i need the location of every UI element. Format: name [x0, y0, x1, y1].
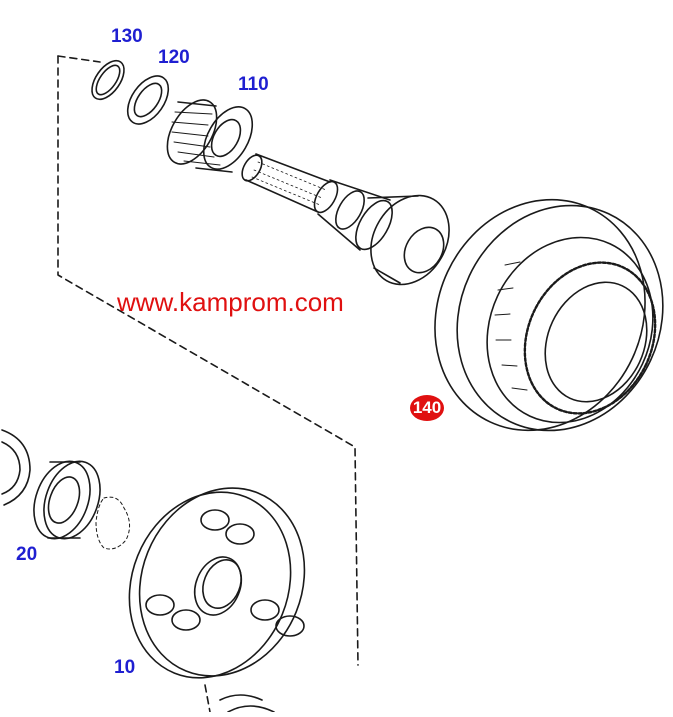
- part-label-110: 110: [238, 74, 269, 95]
- assembly-outline: [57, 55, 359, 713]
- part-label-20: 20: [16, 544, 38, 565]
- part-badge-140[interactable]: 140: [410, 395, 444, 421]
- ball-bearing-icon: [1, 429, 130, 550]
- planet-carrier-icon: [128, 487, 306, 713]
- part-label-130: 130: [111, 26, 143, 47]
- retaining-ring-icon: [91, 59, 125, 101]
- gear-icon: [166, 99, 254, 173]
- watermark-text[interactable]: www.kamprom.com: [117, 287, 344, 317]
- part-label-10: 10: [114, 657, 136, 678]
- pinion-shaft-icon: [241, 153, 450, 286]
- part-label-120: 120: [158, 47, 190, 68]
- ring-gear-icon: [434, 198, 664, 432]
- thrust-washer-icon: [126, 75, 170, 125]
